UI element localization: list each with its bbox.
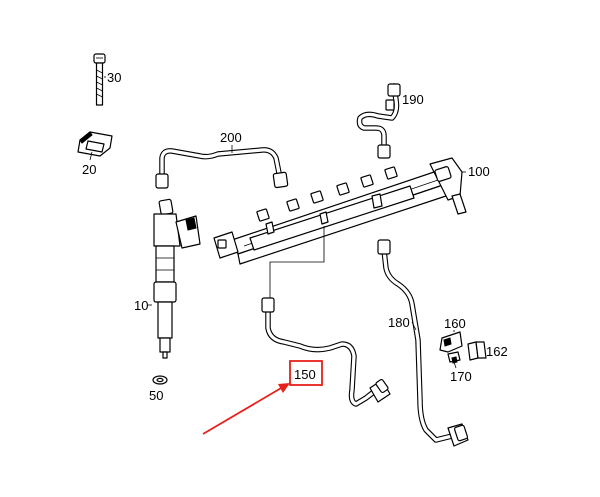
part-180-pipe: [377, 239, 469, 447]
callout-160: 160: [444, 316, 466, 331]
part-10-injector: [148, 198, 201, 359]
part-50-washer: [152, 375, 168, 385]
callout-20: 20: [82, 162, 96, 177]
callout-162: 162: [486, 344, 508, 359]
part-30-bolt: [93, 53, 106, 106]
part-170-bolt: [447, 351, 461, 369]
part-162-clip: [467, 341, 487, 361]
part-200-pipe: [155, 145, 289, 189]
callout-150: 150: [294, 367, 316, 382]
callout-200: 200: [220, 130, 242, 145]
highlight-arrow: [202, 383, 290, 435]
part-160-bracket: [439, 330, 463, 353]
callout-30: 30: [107, 70, 121, 85]
part-150-pipe: [261, 226, 391, 407]
callout-100: 100: [468, 164, 490, 179]
callout-190: 190: [402, 92, 424, 107]
callout-180: 180: [388, 315, 410, 330]
callout-10: 10: [134, 298, 148, 313]
highlight-box: [289, 360, 323, 386]
callout-50: 50: [149, 388, 163, 403]
part-190-pipe: [356, 83, 401, 159]
part-100-fuel-rail: [213, 157, 467, 265]
part-20-clamp: [77, 131, 113, 161]
callout-170: 170: [450, 369, 472, 384]
